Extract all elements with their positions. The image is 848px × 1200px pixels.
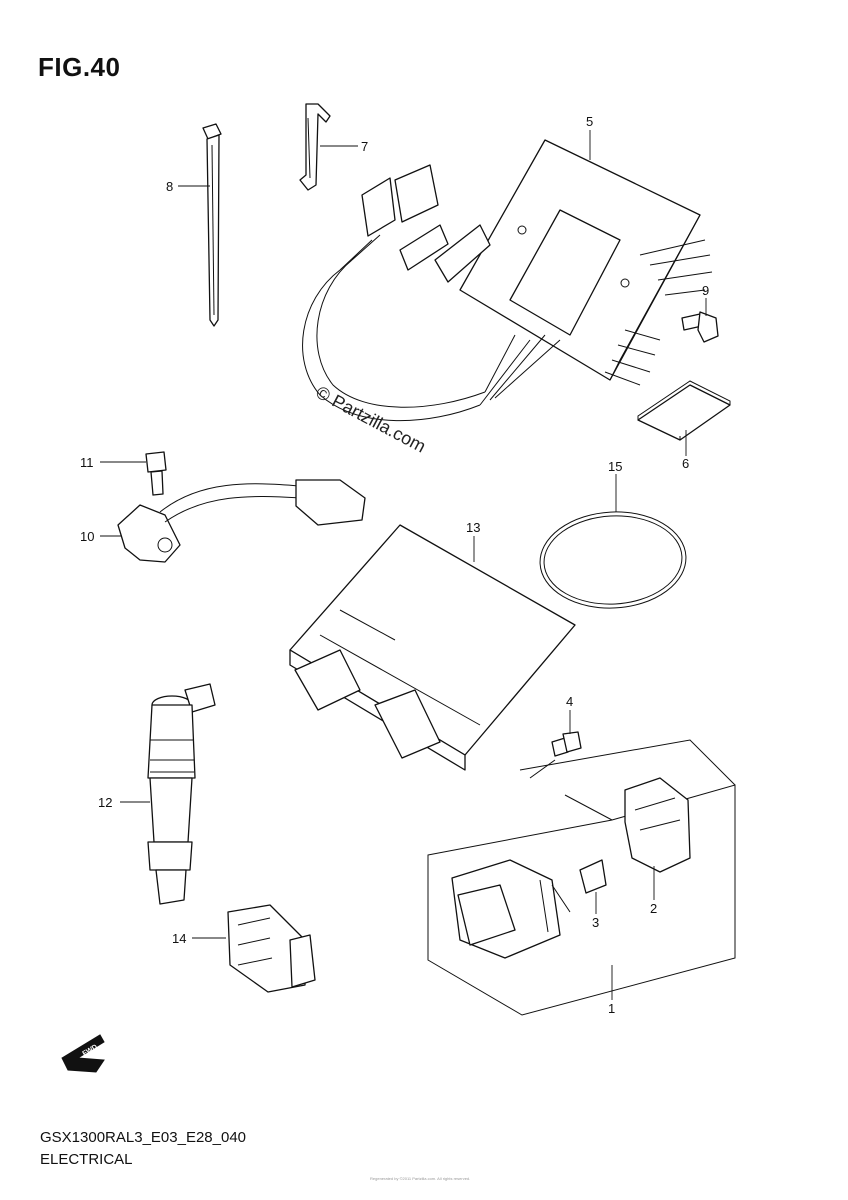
part-15-oring[interactable] [538, 508, 689, 612]
part-11-bolt[interactable] [145, 451, 167, 496]
figure-title: FIG.40 [38, 52, 121, 82]
callout-9: 9 [702, 283, 709, 298]
callout-15: 15 [608, 459, 622, 474]
part-8-cable-tie[interactable] [202, 123, 222, 327]
part-1-relay[interactable] [451, 859, 571, 959]
callout-12: 12 [98, 795, 112, 810]
part-4-bolt[interactable] [551, 731, 582, 757]
section-name: ELECTRICAL [40, 1151, 133, 1168]
part-10-sensor[interactable] [117, 479, 366, 563]
model-code: GSX1300RAL3_E03_E28_040 [40, 1129, 247, 1146]
callout-13: 13 [466, 520, 480, 535]
part-9-bolt[interactable] [681, 311, 719, 343]
callout-4: 4 [566, 694, 573, 709]
copyright-note: Regenerated by ©2011 Partzilla.com. All … [370, 1176, 471, 1181]
part-2-cover[interactable] [624, 777, 691, 873]
part-6-pad[interactable] [637, 380, 731, 441]
fwd-arrow-icon: FWD [61, 1034, 105, 1073]
callout-10: 10 [80, 529, 94, 544]
part-7-clamp[interactable] [299, 103, 331, 191]
callout-3: 3 [592, 915, 599, 930]
part-14-coupler[interactable] [227, 904, 316, 993]
callout-5: 5 [586, 114, 593, 129]
part-12-ignition-coil[interactable] [147, 683, 216, 905]
part-13-ecm[interactable] [289, 524, 576, 771]
callout-11: 11 [80, 455, 94, 470]
part-3-fuse[interactable] [579, 859, 607, 894]
callout-6: 6 [682, 456, 689, 471]
callout-numbers: 5 7 8 9 6 11 10 15 13 4 12 2 3 1 14 [80, 114, 709, 1016]
leader-lines [100, 130, 707, 1000]
callout-1: 1 [608, 1001, 615, 1016]
callout-14: 14 [172, 931, 186, 946]
callout-7: 7 [361, 139, 368, 154]
callout-2: 2 [650, 901, 657, 916]
part-5-regulator[interactable] [302, 139, 713, 422]
callout-8: 8 [166, 179, 173, 194]
assembly-1-outline [427, 739, 736, 1016]
